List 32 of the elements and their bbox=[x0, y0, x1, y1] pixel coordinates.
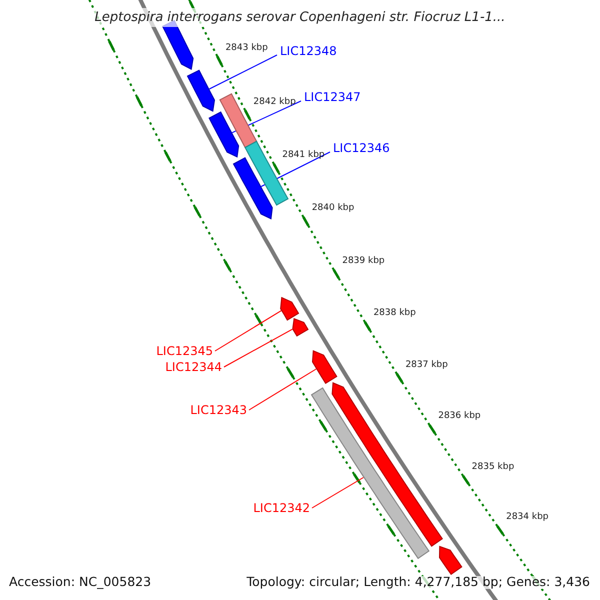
gene-feature bbox=[186, 70, 216, 112]
genome-info-text: Topology: circular; Length: 4,277,185 bp; Genes: 3,436 bbox=[246, 576, 590, 588]
gene-feature bbox=[292, 318, 309, 337]
scale-label: 2835 kbp bbox=[472, 462, 514, 472]
scale-label: 2839 kbp bbox=[342, 256, 385, 266]
gene-label: LIC12348 bbox=[280, 45, 337, 57]
scale-label: 2834 kbp bbox=[506, 513, 549, 522]
scale-label: 2836 kbp bbox=[438, 412, 481, 422]
gene-feature bbox=[232, 157, 273, 220]
leader-line bbox=[248, 368, 317, 410]
scale-label: 2837 kbp bbox=[405, 360, 448, 370]
scale-label: 2838 kbp bbox=[373, 309, 416, 318]
leader-line bbox=[208, 54, 278, 90]
scale-label: 2842 kbp bbox=[253, 98, 296, 107]
gene-feature bbox=[439, 546, 462, 575]
gene-label: LIC12343 bbox=[190, 404, 247, 416]
accession-text: Accession: NC_005823 bbox=[9, 576, 152, 588]
scale-label: 2840 kbp bbox=[312, 204, 354, 214]
leader-line bbox=[224, 328, 293, 368]
gene-label: LIC12345 bbox=[156, 345, 213, 357]
gene-label: LIC12342 bbox=[253, 502, 310, 514]
scale-label: 2843 kbp bbox=[225, 44, 268, 53]
gene-label: LIC12344 bbox=[165, 361, 222, 373]
gene-label: LIC12346 bbox=[333, 142, 390, 154]
scale-label: 2841 kbp bbox=[282, 151, 325, 160]
gene-feature bbox=[208, 111, 240, 158]
feature-bar bbox=[310, 387, 430, 560]
gene-feature bbox=[280, 296, 300, 321]
leader-line bbox=[214, 310, 282, 352]
gene-feature bbox=[312, 350, 338, 384]
leader-line bbox=[312, 477, 364, 508]
gene-label: LIC12347 bbox=[304, 91, 361, 103]
